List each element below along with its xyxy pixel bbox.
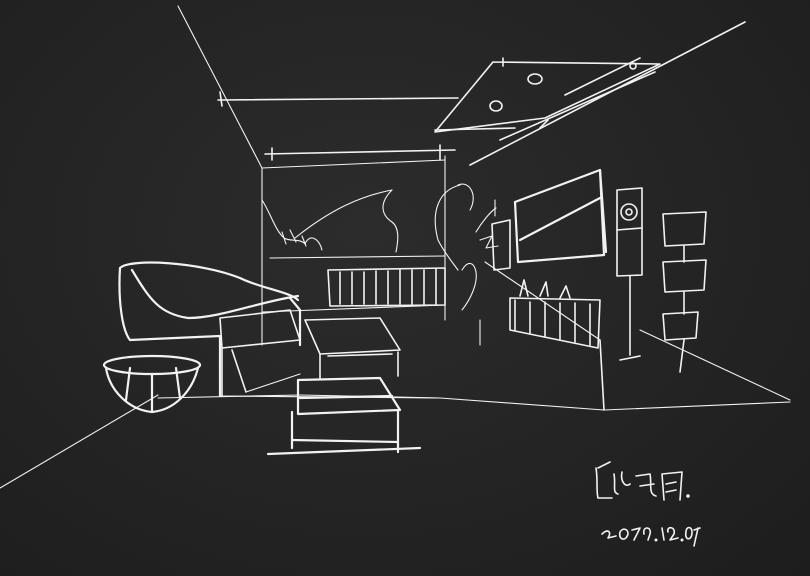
artist-signature: [595, 461, 690, 501]
floor-lines: [219, 319, 605, 411]
shelf-unit: [662, 211, 707, 373]
coffee-table-rear: [304, 317, 401, 379]
tv-console: [509, 279, 605, 411]
back-wall-artwork: [261, 189, 446, 259]
downlight-icon: [489, 62, 637, 112]
ceiling-lighting: [217, 21, 746, 166]
coffee-table-front: [266, 376, 422, 456]
round-side-table: [102, 354, 202, 414]
back-sideboard: [327, 267, 446, 307]
plant-decoration: [434, 183, 499, 311]
sofa: [219, 309, 301, 397]
speaker-icon: [616, 187, 643, 361]
lounge-chair: [118, 261, 302, 398]
wall-mounted-tv: [513, 168, 608, 264]
perspective-lines: [0, 5, 791, 489]
wall-panel-left: [491, 219, 511, 271]
date-mark: [601, 526, 701, 547]
